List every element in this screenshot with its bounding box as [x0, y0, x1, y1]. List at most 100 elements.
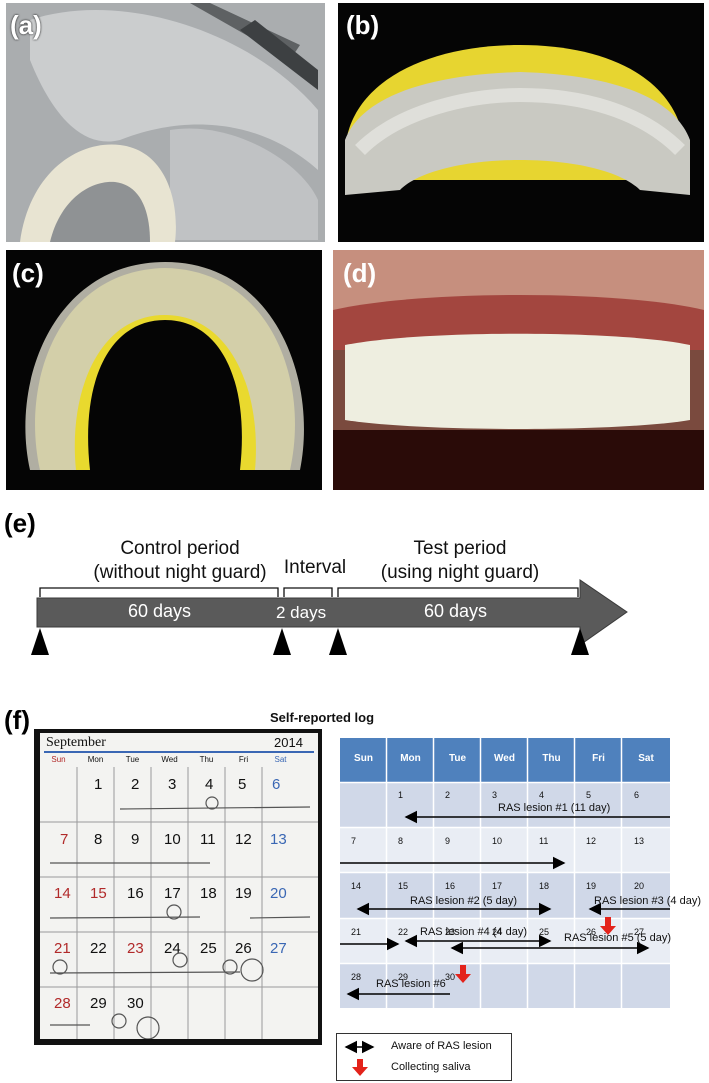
legend-saliva-label: Collecting saliva	[391, 1061, 471, 1073]
svg-text:30: 30	[127, 995, 144, 1012]
photo-c-guard-occlusal	[6, 250, 322, 490]
date-cell: 26	[586, 927, 597, 937]
control-period-subtitle: (without night guard)	[93, 562, 267, 583]
svg-text:24: 24	[164, 940, 181, 957]
svg-text:20: 20	[270, 885, 287, 902]
control-bracket	[39, 587, 279, 597]
panel-label-d: (d)	[343, 258, 376, 288]
date-cell: 9	[445, 836, 451, 846]
svg-text:7: 7	[60, 831, 68, 848]
date-cell: 1	[398, 790, 404, 800]
lesion-4-label: RAS lesion #4 (4 day)	[420, 926, 527, 938]
timeline-arrow	[36, 579, 628, 646]
panel-label-b: (b)	[346, 10, 379, 40]
svg-text:21: 21	[54, 940, 71, 957]
date-cell: 3	[492, 790, 498, 800]
start-marker	[31, 628, 49, 655]
log-weekday-header: Sun Mon Tue Wed Thu Fri Sat	[354, 753, 654, 764]
svg-text:10: 10	[164, 831, 181, 848]
date-cell: 28	[351, 972, 362, 982]
svg-text:18: 18	[200, 885, 217, 902]
date-cell: 11	[539, 836, 549, 846]
svg-text:25: 25	[200, 940, 217, 957]
svg-text:11: 11	[200, 831, 216, 848]
svg-text:19: 19	[235, 885, 252, 902]
svg-text:12: 12	[235, 831, 252, 848]
lesion-5-label: RAS lesion #5 (5 day)	[564, 932, 671, 944]
date-cell: 10	[492, 836, 503, 846]
legend-aware-label: Aware of RAS lesion	[391, 1040, 492, 1052]
svg-text:6: 6	[272, 776, 280, 793]
svg-text:26: 26	[235, 940, 252, 957]
test-end-marker	[571, 628, 589, 655]
date-cell: 23	[445, 927, 456, 937]
date-cell: 27	[634, 927, 645, 937]
date-cell: 7	[351, 836, 357, 846]
photo-a-night-guard-on-model	[6, 3, 325, 242]
lesion-6-label: RAS lesion #6	[376, 978, 446, 990]
legend: Aware of RAS lesion Collecting saliva	[336, 1033, 512, 1081]
date-cell: 20	[634, 881, 645, 891]
photo-b-upper-guard-front	[338, 3, 704, 242]
control-end-marker	[273, 628, 291, 655]
date-cell: 15	[398, 881, 409, 891]
date-cell: 13	[634, 836, 645, 846]
panel-label-c: (c)	[12, 258, 44, 288]
date-cell: 4	[539, 790, 545, 800]
log-calendar: Sun Mon Tue Wed Thu Fri Sat 1 2 3 4 5 6 …	[340, 738, 701, 1028]
interval-title: Interval	[283, 557, 347, 578]
date-cell: 6	[634, 790, 640, 800]
svg-text:13: 13	[270, 831, 287, 848]
date-cell: 30	[445, 972, 456, 982]
svg-text:23: 23	[127, 940, 144, 957]
test-days: 60 days	[424, 601, 488, 621]
interval-days: 2 days	[276, 603, 327, 622]
interval-bracket	[283, 587, 333, 597]
date-cell: 22	[398, 927, 409, 937]
date-cell: 18	[539, 881, 550, 891]
saliva-marker	[455, 965, 471, 983]
date-cell: 12	[586, 836, 597, 846]
test-period-subtitle: (using night guard)	[380, 562, 540, 583]
calendar-year: 2014	[274, 735, 303, 750]
photo-calendar: September 2014 Sun Mon Tue Wed Thu Fri S…	[34, 729, 322, 1045]
date-cell: 14	[351, 881, 362, 891]
date-cell: 16	[445, 881, 456, 891]
svg-text:22: 22	[90, 940, 107, 957]
date-cell: 21	[351, 927, 362, 937]
panel-label-a: (a)	[10, 10, 42, 40]
photo-panels: (a) (b) (c) (d)	[6, 3, 704, 490]
svg-text:15: 15	[90, 885, 107, 902]
panel-label-f: (f)	[4, 705, 30, 735]
date-cell: 8	[398, 836, 404, 846]
lesion-arrows	[340, 810, 670, 1001]
date-cell: 25	[539, 927, 550, 937]
svg-text:17: 17	[164, 885, 181, 902]
test-start-marker	[329, 628, 347, 655]
test-period-title: Test period	[413, 538, 507, 559]
lesion-2-label: RAS lesion #2 (5 day)	[410, 895, 517, 907]
saliva-marker	[600, 917, 616, 935]
svg-text:9: 9	[131, 831, 139, 848]
test-bracket	[337, 587, 579, 597]
date-cell: 29	[398, 972, 409, 982]
svg-text:28: 28	[54, 995, 71, 1012]
legend-saliva-marker	[352, 1059, 368, 1076]
timeline-diagram	[31, 579, 628, 655]
svg-text:3: 3	[168, 776, 176, 793]
svg-text:27: 27	[270, 940, 287, 957]
date-cell: 24	[492, 927, 503, 937]
calendar-month: September	[46, 735, 106, 750]
svg-text:8: 8	[94, 831, 102, 848]
svg-text:16: 16	[127, 885, 144, 902]
photo-d-intraoral	[333, 250, 704, 490]
calendar-weekdays: Sun Mon Tue Wed Thu Fri Sat	[51, 755, 287, 764]
date-cell: 5	[586, 790, 592, 800]
lesion-1-label: RAS lesion #1 (11 day)	[498, 802, 611, 814]
date-cell: 17	[492, 881, 503, 891]
svg-text:5: 5	[238, 776, 246, 793]
svg-text:2: 2	[131, 776, 139, 793]
svg-text:4: 4	[205, 776, 213, 793]
date-cell: 2	[445, 790, 451, 800]
